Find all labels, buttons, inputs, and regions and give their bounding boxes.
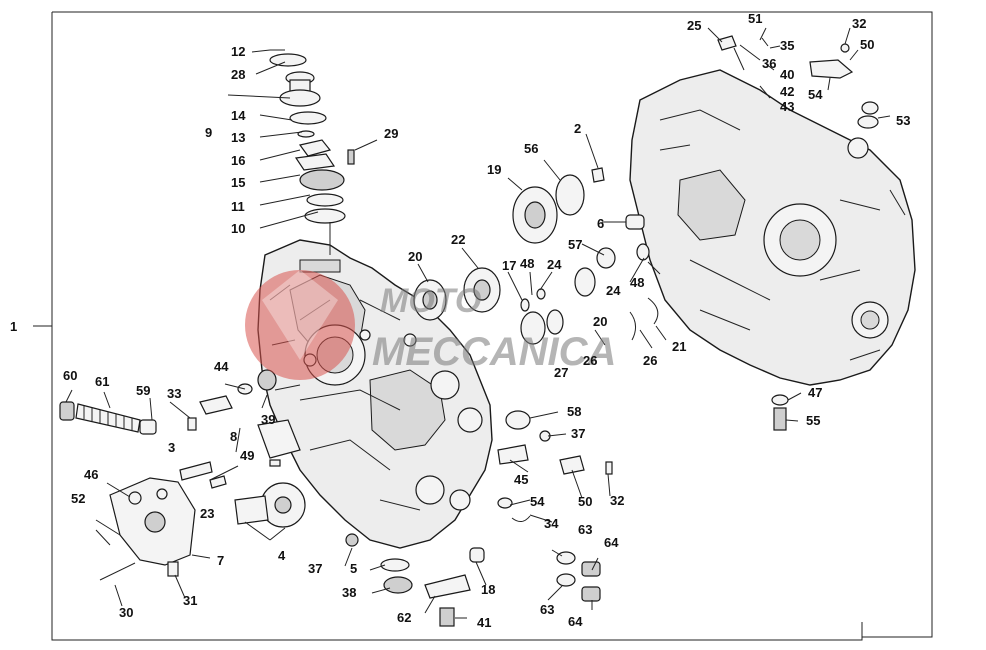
callout-60: 60	[63, 368, 77, 383]
oil-pump-parts	[59, 369, 306, 581]
callout-3: 3	[168, 440, 175, 455]
callout-45: 45	[514, 472, 528, 487]
callout-8: 8	[230, 429, 237, 444]
callout-50-a: 50	[860, 37, 874, 52]
right-top-parts	[717, 35, 879, 431]
callout-16: 16	[231, 153, 245, 168]
callout-51: 51	[748, 11, 762, 26]
callout-48-a: 48	[520, 256, 534, 271]
callout-13: 13	[231, 130, 245, 145]
callout-52: 52	[71, 491, 85, 506]
callout-10: 10	[231, 221, 245, 236]
callout-11: 11	[231, 199, 245, 214]
callout-47: 47	[808, 385, 822, 400]
callout-36: 36	[762, 56, 776, 71]
callout-38: 38	[342, 585, 356, 600]
callout-32-b: 32	[610, 493, 624, 508]
callout-37-a: 37	[308, 561, 322, 576]
callout-40: 40	[780, 67, 794, 82]
callout-64-a: 64	[604, 535, 619, 550]
callout-64-b: 64	[568, 614, 583, 629]
callout-23: 23	[200, 506, 214, 521]
callout-29: 29	[384, 126, 398, 141]
callout-53: 53	[896, 113, 910, 128]
callout-9: 9	[205, 125, 212, 140]
callout-30: 30	[119, 605, 133, 620]
callout-35: 35	[780, 38, 794, 53]
right-crankcase-half	[629, 69, 916, 386]
callout-54-b: 54	[530, 494, 545, 509]
callout-54-a: 54	[808, 87, 823, 102]
callout-26-b: 26	[643, 353, 657, 368]
callout-44: 44	[214, 359, 229, 374]
callout-58: 58	[567, 404, 581, 419]
callout-24-b: 24	[606, 283, 621, 298]
callout-19: 19	[487, 162, 501, 177]
callout-18: 18	[481, 582, 495, 597]
callout-15: 15	[231, 175, 245, 190]
watermark-line2: MECCANICA	[372, 330, 616, 374]
callout-61: 61	[95, 374, 109, 389]
callout-26-a: 26	[583, 353, 597, 368]
callout-25: 25	[687, 18, 701, 33]
callout-37-b: 37	[571, 426, 585, 441]
callout-28: 28	[231, 67, 245, 82]
callout-12: 12	[231, 44, 245, 59]
callout-17: 17	[502, 258, 516, 273]
bottom-parts	[345, 444, 613, 627]
callout-62: 62	[397, 610, 411, 625]
callout-labels: 1 2 3 4 5 6 7 8 9 10 11 12 13 14 15 16 1…	[10, 11, 910, 630]
callout-46: 46	[84, 467, 98, 482]
callout-39: 39	[261, 412, 275, 427]
callout-59: 59	[136, 383, 150, 398]
callout-24-a: 24	[547, 257, 562, 272]
callout-7: 7	[217, 553, 224, 568]
watermark-line1: MOTO	[380, 282, 481, 320]
callout-33: 33	[167, 386, 181, 401]
callout-43: 43	[780, 99, 794, 114]
callout-1: 1	[10, 319, 17, 334]
callout-6: 6	[597, 216, 604, 231]
callout-34: 34	[544, 516, 559, 531]
watermark-logo: MOTO MECCANICA	[245, 270, 616, 380]
callout-31: 31	[183, 593, 197, 608]
callout-63-b: 63	[540, 602, 554, 617]
callout-32-a: 32	[852, 16, 866, 31]
callout-63-a: 63	[578, 522, 592, 537]
callout-57: 57	[568, 237, 582, 252]
callout-22: 22	[451, 232, 465, 247]
callout-21: 21	[672, 339, 686, 354]
callout-27: 27	[554, 365, 568, 380]
callout-20-a: 20	[408, 249, 422, 264]
callout-56: 56	[524, 141, 538, 156]
callout-14: 14	[231, 108, 246, 123]
callout-55: 55	[806, 413, 820, 428]
callout-50-b: 50	[578, 494, 592, 509]
callout-49: 49	[240, 448, 254, 463]
callout-20-b: 20	[593, 314, 607, 329]
callout-2: 2	[574, 121, 581, 136]
callout-5: 5	[350, 561, 357, 576]
callout-48-b: 48	[630, 275, 644, 290]
callout-42: 42	[780, 84, 794, 99]
callout-41: 41	[477, 615, 491, 630]
diagram-frame	[33, 11, 933, 641]
leader-lines	[65, 27, 891, 619]
callout-4: 4	[278, 548, 286, 563]
bearings-and-seals	[413, 167, 659, 442]
